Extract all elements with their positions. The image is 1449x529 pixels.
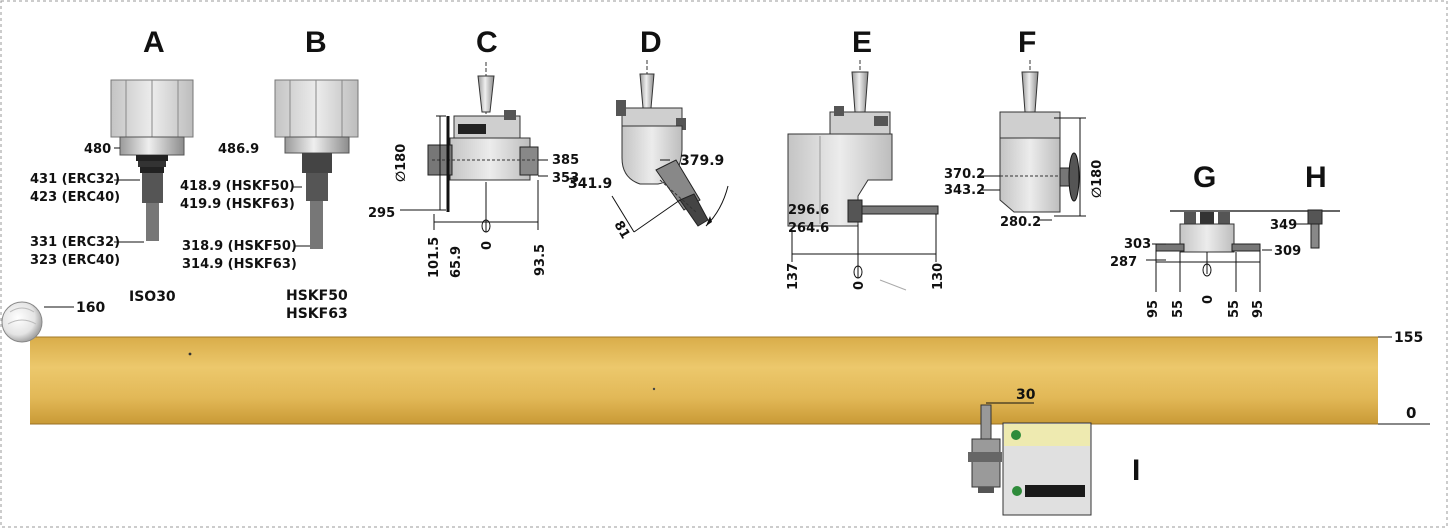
- sensor-label: 160: [76, 300, 105, 316]
- tool-e-left-2: 264.6: [788, 221, 829, 236]
- tool-c-right-bottom: 353: [552, 171, 579, 186]
- tool-d-angle: 81: [611, 219, 633, 242]
- tool-a-lower-2: 323 (ERC40): [30, 253, 120, 268]
- tool-a-upper-2: 423 (ERC40): [30, 190, 120, 205]
- tool-g-bottom-5: 95: [1251, 300, 1266, 318]
- tool-f-diameter: ∅180: [1090, 160, 1105, 198]
- tool-b-top-label: 486.9: [218, 142, 259, 157]
- tool-c-diameter: ∅180: [394, 144, 409, 182]
- tool-letter-f: F: [1018, 26, 1036, 59]
- tool-f-left-2: 343.2: [944, 183, 985, 198]
- tool-c-drawing: [427, 62, 539, 212]
- tool-letter-a: A: [143, 26, 165, 59]
- tool-f-left-1: 370.2: [944, 167, 985, 182]
- tool-b-caption-2: HSKF63: [286, 306, 348, 322]
- tool-f-drawing: [999, 60, 1080, 213]
- board-bottom-label: 0: [1406, 404, 1416, 422]
- tool-g-right: 309: [1274, 244, 1301, 259]
- tool-a-drawing: [110, 79, 194, 241]
- tool-g-bottom-3: 0: [1201, 295, 1216, 304]
- tool-b-upper-1: 418.9 (HSKF50): [180, 179, 295, 194]
- tool-g-left-1: 303: [1124, 237, 1151, 252]
- probe-label: 30: [1016, 387, 1036, 403]
- tool-g-bottom-1: 95: [1146, 300, 1161, 318]
- tool-e-bottom-2: 0: [852, 281, 867, 290]
- tool-c-bottom-4: 93.5: [533, 244, 548, 276]
- tool-d-right: 379.9: [680, 153, 724, 169]
- tool-letter-e: E: [852, 26, 872, 59]
- tool-g-left-2: 287: [1110, 255, 1137, 270]
- tool-a-lower-1: 331 (ERC32): [30, 235, 120, 250]
- tool-d-left: 341.9: [568, 176, 612, 192]
- tool-letter-g: G: [1193, 161, 1216, 194]
- tool-e-drawing: [787, 60, 939, 227]
- tool-letter-d: D: [640, 26, 662, 59]
- tool-a-upper-1: 431 (ERC32): [30, 172, 120, 187]
- tool-letter-c: C: [476, 26, 498, 59]
- sensor-ball: [1, 301, 43, 343]
- tool-b-lower-2: 314.9 (HSKF63): [182, 257, 297, 272]
- tool-g-bottom-4: 55: [1227, 300, 1242, 318]
- tool-h-top: 349: [1270, 218, 1297, 233]
- tool-letter-b: B: [305, 26, 327, 59]
- board-top-label: 155: [1394, 330, 1423, 346]
- tool-c-bottom-1: 101.5: [427, 237, 442, 278]
- wood-board: [30, 337, 1378, 424]
- tool-h-drawing: [1307, 209, 1323, 249]
- tool-letter-h: H: [1305, 161, 1327, 194]
- tool-b-upper-2: 419.9 (HSKF63): [180, 197, 295, 212]
- tool-e-bottom-1: 137: [786, 263, 801, 290]
- tool-b-lower-1: 318.9 (HSKF50): [182, 239, 297, 254]
- tool-letter-i: I: [1132, 454, 1140, 487]
- tool-e-bottom-3: 130: [931, 263, 946, 290]
- tool-c-right-top: 385: [552, 153, 579, 168]
- tool-b-drawing: [274, 79, 359, 249]
- tool-a-top-label: 480: [84, 142, 111, 157]
- tool-e-left-1: 296.6: [788, 203, 829, 218]
- tool-c-left: 295: [368, 206, 395, 221]
- tool-b-caption-1: HSKF50: [286, 288, 348, 304]
- tool-f-bottom: 280.2: [1000, 215, 1041, 230]
- tool-c-bottom-2: 65.9: [449, 246, 464, 278]
- tool-c-bottom-3: 0: [480, 241, 495, 250]
- tool-g-bottom-2: 55: [1171, 300, 1186, 318]
- tool-a-caption: ISO30: [129, 289, 176, 305]
- unit-i-drawing: [968, 404, 1092, 516]
- tool-d-drawing: [616, 60, 709, 227]
